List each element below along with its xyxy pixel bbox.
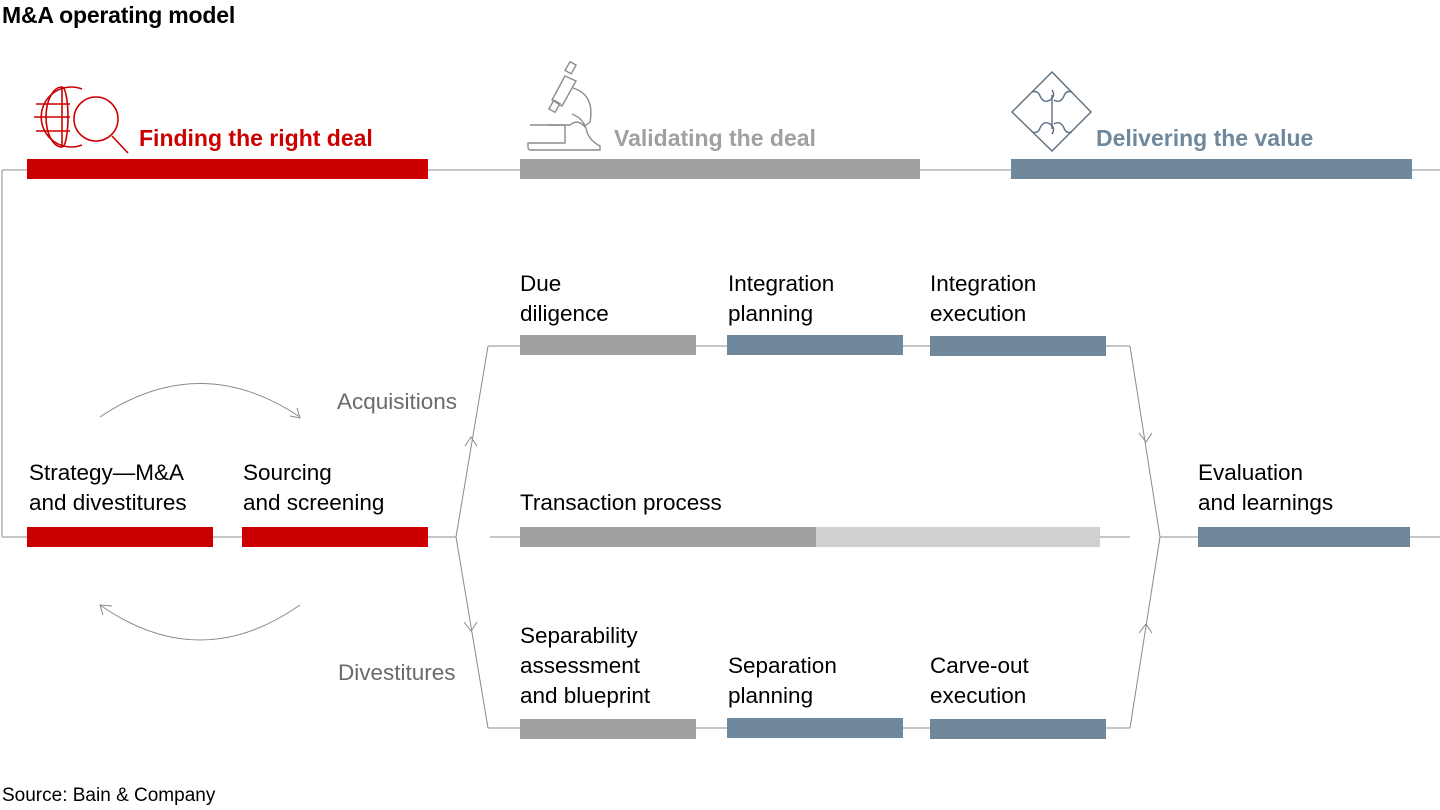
step-bar-sourcing [242,527,428,547]
chart-title: M&A operating model [2,2,236,28]
step-label-carve-out: Carve-out execution [930,653,1029,708]
phase-bar-delivering [1011,159,1412,179]
cycle-arrowhead-top [289,407,301,419]
connector-lines [1,169,1440,729]
arrowhead-merge-top-down [1138,432,1153,443]
phase-bar-validating [520,159,920,179]
step-bar-separability [520,719,696,739]
step-label-sourcing: Sourcing and screening [243,460,385,515]
puzzle-icon [1011,71,1092,152]
step-label-transaction: Transaction process [520,490,722,515]
phase-label-delivering: Delivering the value [1096,125,1314,151]
step-bar-separation-planning [727,718,903,738]
split-to-divestitures [455,536,489,729]
globe-magnifier-icon [34,86,129,154]
branch-label-divestitures: Divestitures [338,660,456,685]
arrowhead-acquisitions-up [464,436,478,447]
phase-bar-finding [27,159,428,179]
branch-lines [99,345,1161,729]
step-bar-evaluation [1198,527,1410,547]
arrowhead-divestitures-down [463,621,478,632]
step-bar-carve-out [930,719,1106,739]
source-note: Source: Bain & Company [2,785,216,806]
step-bar-due-diligence [520,335,696,355]
step-label-evaluation: Evaluation and learnings [1198,460,1334,515]
cycle-arrow-top [99,383,301,418]
microscope-icon [527,60,601,151]
step-label-separation-planning: Separation planning [728,653,837,708]
step-label-due-diligence: Due diligence [520,271,609,326]
arrowhead-merge-bottom-up [1138,623,1153,634]
cycle-arrow-bottom [99,604,301,641]
cycle-arrowhead-bottom [99,604,113,616]
phase-label-finding: Finding the right deal [139,125,373,151]
step-bar-transaction-light [816,527,1100,547]
step-label-strategy: Strategy—M&A and divestitures [29,460,187,515]
split-to-acquisitions [455,345,489,538]
step-bar-integration-planning [727,335,903,355]
step-label-integration-planning: Integration planning [728,271,835,326]
merge-from-divestitures [1129,536,1161,729]
step-label-separability: Separability assessment and blueprint [520,623,651,708]
step-bar-strategy [27,527,213,547]
branch-label-acquisitions: Acquisitions [337,389,458,414]
step-label-integration-execution: Integration execution [930,271,1037,326]
phase-label-validating: Validating the deal [614,125,816,151]
step-bar-integration-execution [930,336,1106,356]
step-bar-transaction-dark [520,527,816,547]
